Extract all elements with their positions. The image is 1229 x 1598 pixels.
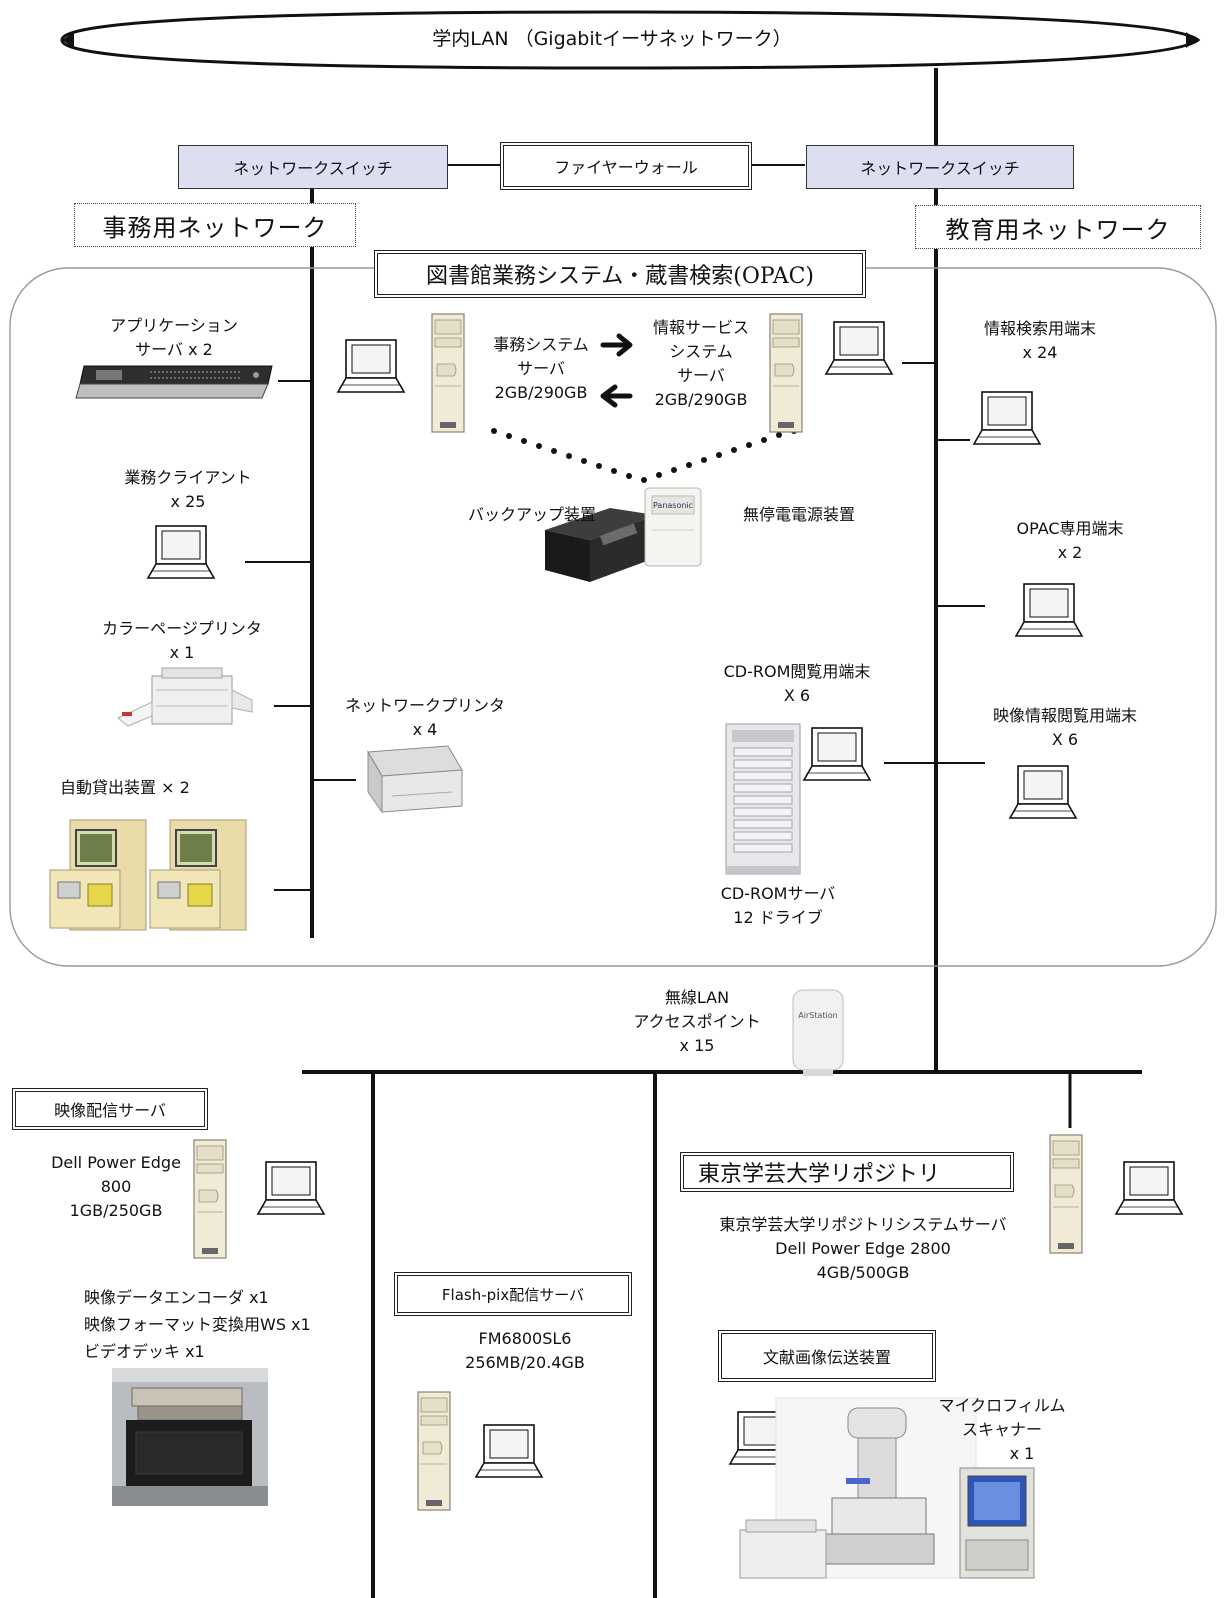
backup-label: バックアップ装置 (467, 505, 596, 524)
info-server-label: 情報サービス システム サーバ 2GB/290GB (652, 318, 749, 409)
flash-laptop-icon (475, 1424, 543, 1478)
flash-server-icon (417, 1391, 451, 1511)
backup-device-icon (545, 508, 655, 582)
firewall: ファイヤーウォール (500, 142, 752, 190)
arrow-left-icon (600, 384, 633, 408)
cdrom-server-icon (725, 723, 801, 875)
admin-network-label: 事務用ネットワーク (74, 203, 356, 247)
admin-laptop-icon (337, 339, 405, 393)
repo-laptop-icon (1115, 1161, 1183, 1215)
auto-lending-machine-icon (49, 819, 247, 931)
video-laptop-icon (257, 1161, 325, 1215)
repo-server-icon (1049, 1134, 1083, 1254)
document-transfer-photo (739, 1397, 1035, 1579)
video-server-title: 映像配信サーバ (12, 1088, 208, 1130)
network-switch-education: ネットワークスイッチ (806, 145, 1074, 189)
color-printer-icon (117, 667, 253, 727)
education-network-label: 教育用ネットワーク (915, 205, 1201, 249)
admin-server-label: 事務システム サーバ 2GB/290GB (493, 335, 589, 402)
flash-server-title: Flash-pix配信サーバ (394, 1272, 632, 1316)
arrow-right-icon (600, 333, 633, 357)
auto-lending-label: 自動貸出装置 × 2 (60, 778, 190, 797)
microfilm-scanner-label: マイクロフィルム スキャナー x 1 (938, 1396, 1066, 1463)
admin-server-icon (431, 313, 465, 433)
opac-terminal-icon (1015, 583, 1083, 637)
ups-label: 無停電電源装置 (742, 505, 855, 524)
info-laptop-icon (825, 321, 893, 375)
video-equipment-photo (112, 1368, 268, 1506)
svg-text:AirStation: AirStation (798, 1011, 837, 1020)
cdrom-laptop-icon (803, 727, 871, 781)
backup-dotted-links (491, 428, 797, 483)
repository-title: 東京学芸大学リポジトリ (680, 1152, 1014, 1192)
rack-server-icon (75, 365, 273, 399)
library-system-title: 図書館業務システム・蔵書検索(OPAC) (374, 250, 866, 298)
video-equipment-label: 映像データエンコーダ x1 映像フォーマット変換用WS x1 ビデオデッキ x1 (84, 1288, 311, 1361)
client-laptop-icon (147, 525, 215, 579)
network-switch-admin: ネットワークスイッチ (178, 145, 448, 189)
ups-icon: Panasonic (644, 487, 702, 567)
video-server-icon (193, 1139, 227, 1259)
svg-text:Panasonic: Panasonic (653, 501, 693, 510)
video-terminal-icon (1009, 765, 1077, 819)
wireless-ap-icon: AirStation (792, 989, 844, 1076)
lan-label: 学内LAN （Gigabitイーサネットワーク） (432, 28, 792, 50)
doc-transfer-title: 文献画像伝送装置 (718, 1330, 936, 1382)
network-printer-icon (367, 745, 463, 814)
app-server-label: アプリケーションサーバ x 2 (110, 316, 238, 359)
search-terminal-icon (973, 391, 1041, 445)
info-server-icon (769, 313, 803, 433)
